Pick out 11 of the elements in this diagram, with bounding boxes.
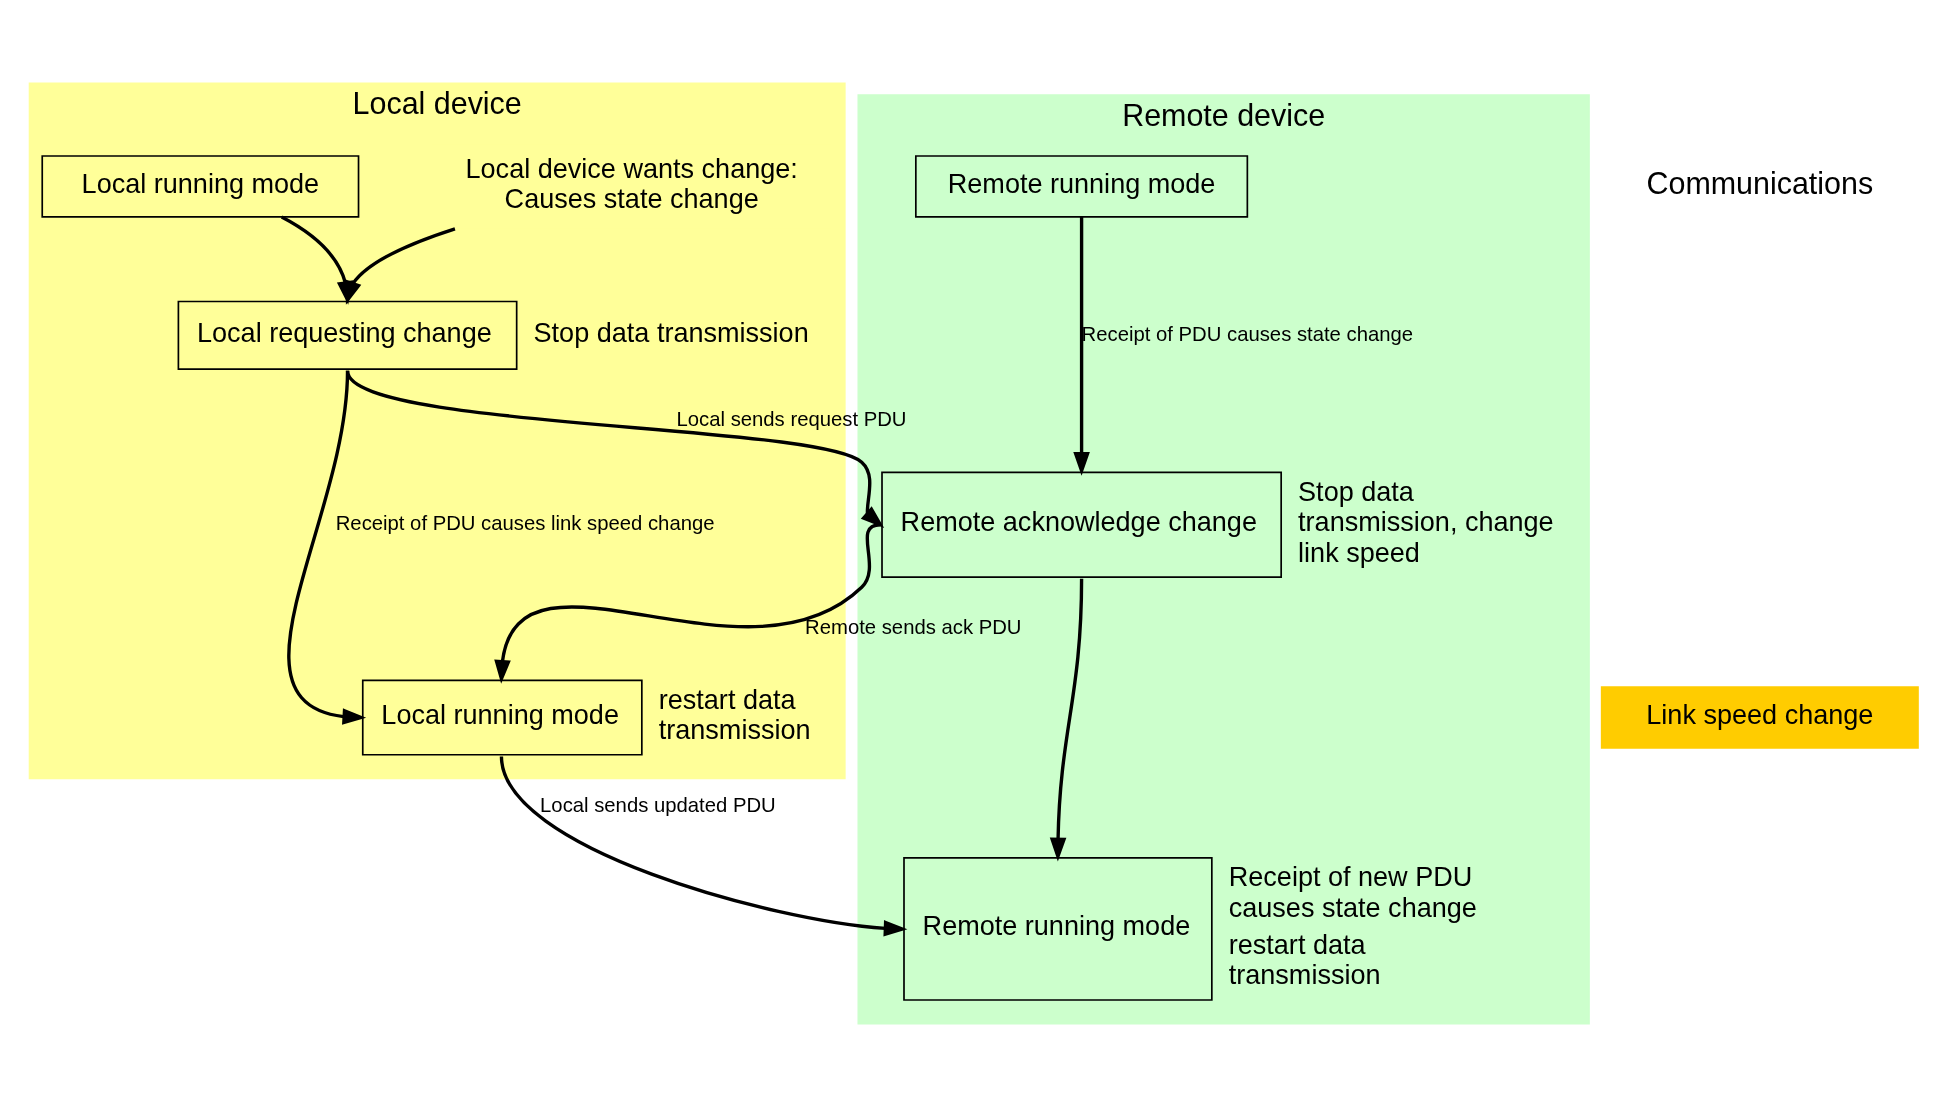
node-label: Stop data transmission, change link speed (1297, 476, 1554, 568)
label: Communications (1645, 165, 1873, 200)
edge-label: Receipt of PDU causes link speed change (335, 511, 715, 534)
node-text: Local device wants change: Causes state change (465, 153, 798, 214)
edge-label: Receipt of PDU causes state change (1081, 322, 1413, 345)
edge-label: Local sends updated PDU (539, 793, 776, 816)
node-label: restart data transmission (658, 684, 811, 745)
node-label: restart data transmission (1228, 929, 1381, 990)
edge-label: Local sends request PDU (676, 407, 907, 430)
edge-label: Remote sends ack PDU (804, 615, 1022, 638)
node-label: Stop data transmission (533, 317, 809, 348)
